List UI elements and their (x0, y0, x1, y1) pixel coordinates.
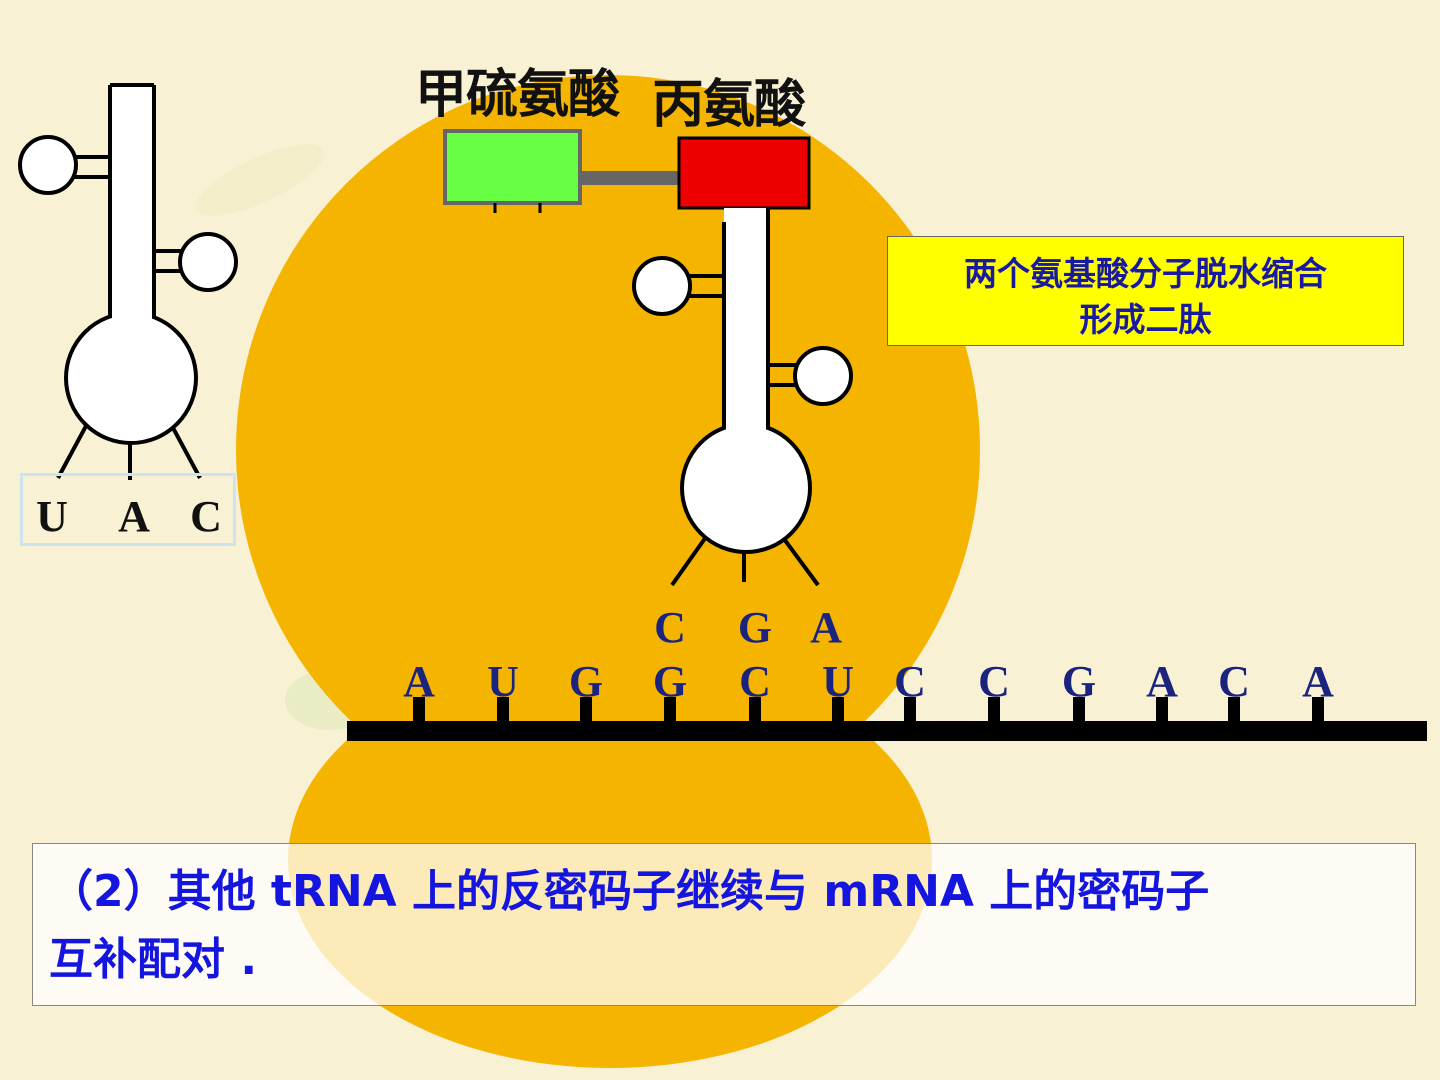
note-line-1: 两个氨基酸分子脱水缩合 (964, 254, 1327, 293)
bound-anticodon-base: C (654, 603, 686, 652)
mrna-strand (347, 697, 1427, 741)
amino-acid-methionine (443, 129, 582, 205)
mrna-base-tick (1312, 697, 1324, 725)
mrna-base-ticks (413, 697, 1324, 725)
free-anticodon-base: C (190, 492, 222, 541)
mrna-base-tick (904, 697, 916, 725)
free-trna (18, 83, 238, 480)
free-trna-anticodon-box (20, 473, 236, 546)
mrna-base-12: A (1302, 657, 1334, 706)
dipeptide (443, 129, 811, 213)
note-box: 两个氨基酸分子脱水缩合 形成二肽 (887, 236, 1404, 346)
mrna-base-tick (664, 697, 676, 725)
mrna-base-tick (1073, 697, 1085, 725)
mrna-base-10: A (1146, 657, 1178, 706)
mrna-base-tick (497, 697, 509, 725)
mrna-base-2: U (487, 657, 519, 706)
mrna-base-5: C (739, 657, 771, 706)
mrna-base-tick (413, 697, 425, 725)
mrna-base-3: G (568, 657, 604, 706)
mrna-base-4: G (652, 657, 688, 706)
amino-acid-label-methionine: 甲硫氨酸 (415, 65, 620, 125)
mrna-base-tick (580, 697, 592, 725)
bound-anticodon-base: A (810, 603, 842, 652)
caption-line-2: 互补配对 . (49, 934, 258, 985)
mrna-base-6: U (822, 657, 854, 706)
mrna-base-11: C (1218, 657, 1250, 706)
ribosome-large-subunit (236, 75, 980, 825)
mrna-base-7: C (894, 657, 926, 706)
peptide-bond (578, 171, 682, 185)
amino-acid-alanine (677, 136, 811, 210)
mrna-base-9: G (1061, 657, 1097, 706)
mrna-base-tick (1156, 697, 1168, 725)
mrna-base-1: A (403, 657, 435, 706)
bound-anticodon-base: G (737, 603, 773, 652)
amino-acid-label-alanine: 丙氨酸 (652, 75, 806, 135)
mrna-base-tick (988, 697, 1000, 725)
caption-line-1: （2）其他 tRNA 上的反密码子继续与 mRNA 上的密码子 (49, 866, 1210, 917)
mrna-backbone (347, 721, 1427, 741)
mrna-base-tick (1228, 697, 1240, 725)
free-anticodon-base: A (118, 492, 150, 541)
bound-trna (632, 208, 853, 587)
mrna-base-tick (749, 697, 761, 725)
mrna-base-tick (832, 697, 844, 725)
free-anticodon-base: U (36, 492, 68, 541)
note-line-2: 形成二肽 (1079, 300, 1212, 339)
caption-box: （2）其他 tRNA 上的反密码子继续与 mRNA 上的密码子 互补配对 . (32, 843, 1416, 1006)
mrna-base-8: C (978, 657, 1010, 706)
